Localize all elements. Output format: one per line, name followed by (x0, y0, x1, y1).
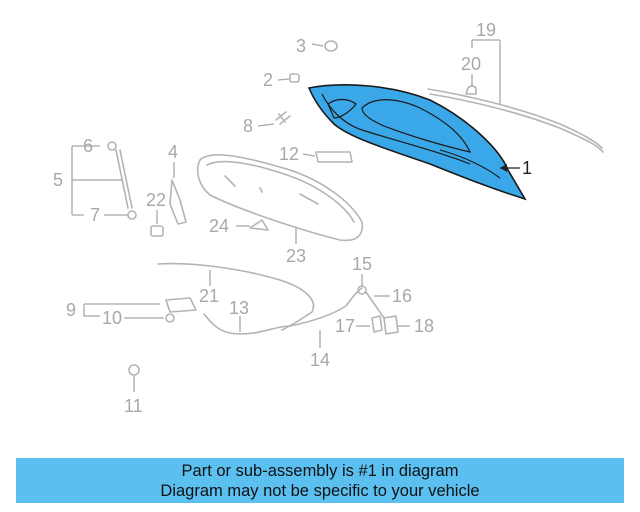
part-17-clip (356, 315, 383, 333)
callout-24: 24 (209, 216, 229, 236)
callout-11: 11 (124, 396, 143, 416)
callout-13: 13 (229, 298, 249, 318)
part-13-cable (203, 313, 291, 335)
callout-23: 23 (286, 246, 306, 266)
part-20-clip (465, 74, 477, 95)
part-8-stop (257, 111, 291, 127)
callout-2: 2 (263, 70, 273, 90)
part-2-bumper (277, 73, 300, 83)
part-15-guide (357, 274, 367, 295)
part-1-hood (307, 84, 527, 201)
callout-12: 12 (279, 144, 299, 164)
part-14-cable (289, 287, 363, 348)
part-10-fastener (124, 313, 175, 323)
part-19-weatherstrip (427, 39, 604, 153)
callout-21: 21 (199, 286, 219, 306)
callout-1: 1 (522, 158, 532, 178)
callout-9: 9 (66, 300, 76, 320)
part-3-plug (311, 40, 338, 52)
callout-5: 5 (53, 170, 63, 190)
callout-19: 19 (476, 20, 496, 40)
part-18-clip (383, 315, 410, 335)
callout-3: 3 (296, 36, 306, 56)
callout-20: 20 (461, 54, 481, 74)
part-11-bolt (128, 364, 140, 392)
callout-8: 8 (243, 116, 253, 136)
part-12-bracket (302, 151, 353, 163)
info-banner: Part or sub-assembly is #1 in diagram Di… (16, 458, 624, 503)
part-21-cable (157, 262, 315, 331)
callout-22: 22 (146, 190, 166, 210)
part-22-clip (150, 210, 164, 237)
part-16-rod (365, 291, 390, 319)
callout-4: 4 (168, 142, 178, 162)
part-9-latch (83, 297, 197, 317)
part-24-clip (236, 219, 269, 231)
callout-16: 16 (392, 286, 412, 306)
banner-line-2: Diagram may not be specific to your vehi… (160, 482, 480, 500)
callout-7: 7 (90, 205, 100, 225)
part-23-insulator (196, 154, 364, 244)
callout-15: 15 (352, 254, 372, 274)
callout-18: 18 (414, 316, 434, 336)
banner-line-1: Part or sub-assembly is #1 in diagram (181, 462, 459, 480)
part-4-hinge (169, 162, 187, 225)
callout-6: 6 (83, 136, 93, 156)
callout-14: 14 (310, 350, 330, 370)
part-5-support-strut (71, 141, 137, 220)
callout-10: 10 (102, 308, 122, 328)
callout-17: 17 (335, 316, 355, 336)
